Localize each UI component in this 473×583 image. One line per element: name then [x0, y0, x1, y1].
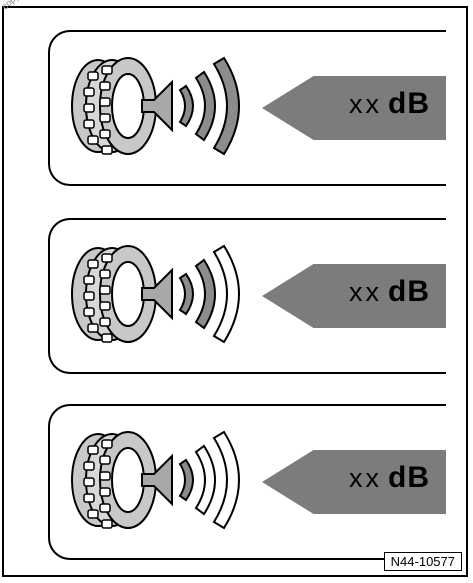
db-value: xx	[349, 463, 382, 493]
gear-speaker-icon	[71, 56, 240, 156]
db-unit: dB	[388, 275, 430, 308]
db-unit: dB	[388, 461, 430, 494]
db-value: xx	[349, 89, 382, 119]
figure-code-label: N44-10577	[383, 552, 462, 571]
db-unit: dB	[388, 87, 430, 120]
gear-speaker-icon	[71, 430, 240, 530]
figure-frame: copy	[0, 0, 468, 577]
db-value: xx	[349, 277, 382, 307]
watermark-text: copy	[0, 0, 21, 12]
gear-speaker-icon	[71, 244, 240, 344]
